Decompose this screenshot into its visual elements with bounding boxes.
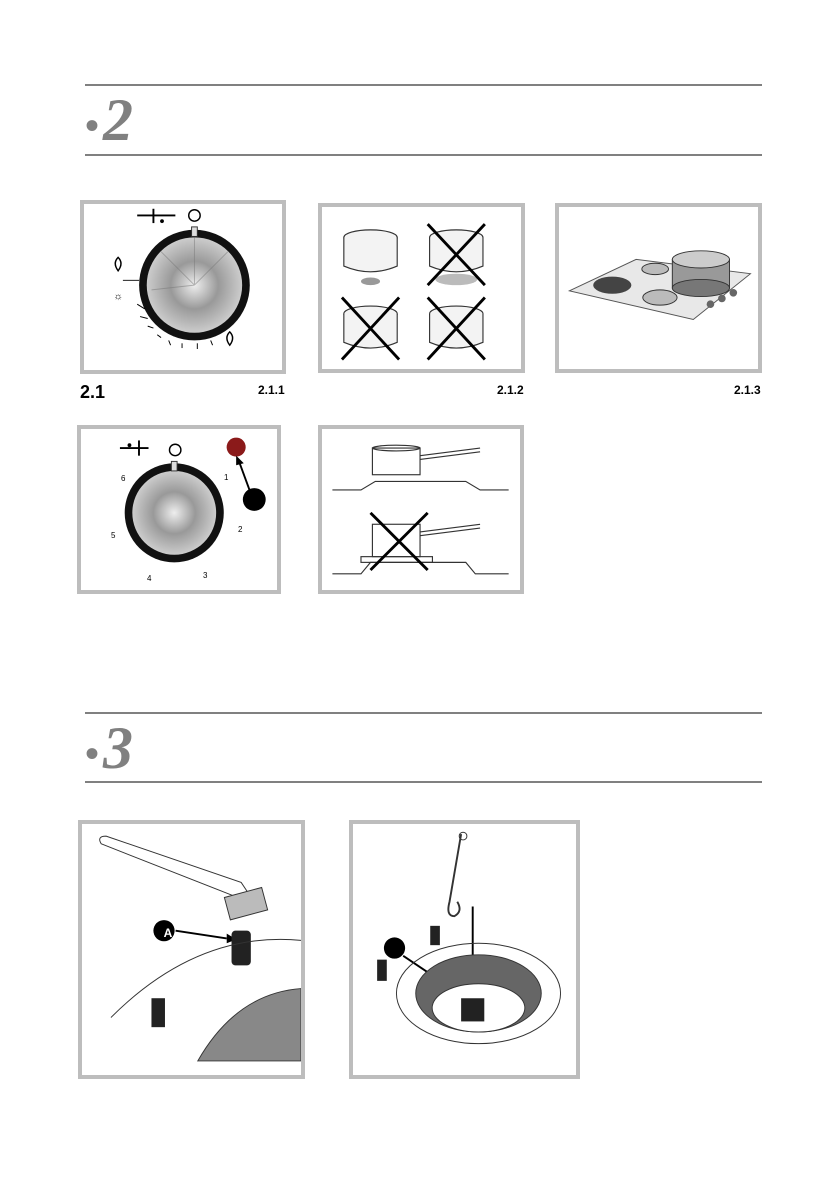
dial-number-1: 1 — [224, 473, 228, 482]
figure-pan-on-burner — [318, 425, 524, 594]
brush-cleaning-illustration — [82, 824, 301, 1075]
figure-label-211: 2.1.1 — [258, 383, 285, 397]
figure-brush-cleaning: A — [78, 820, 305, 1079]
hob-illustration — [559, 207, 758, 369]
section-2-number: 2 — [103, 87, 133, 153]
section-3-bullet: • — [85, 731, 99, 776]
dial-number-4: 4 — [147, 574, 151, 583]
figure-electric-knob: 1 2 3 4 5 6 — [77, 425, 281, 594]
figure-label-213: 2.1.3 — [734, 383, 761, 397]
pan-burner-illustration — [322, 429, 520, 590]
section-3-top-rule — [85, 712, 762, 714]
section-2-heading: •2 — [85, 90, 133, 150]
needle-cleaning-illustration — [353, 824, 576, 1075]
section-2-bottom-rule — [85, 154, 762, 156]
dial-number-6: 6 — [121, 474, 125, 483]
callout-a: A — [161, 926, 175, 940]
figure-needle-cleaning — [349, 820, 580, 1079]
electric-knob-illustration — [81, 429, 277, 590]
figure-gas-knob: ☼ — [80, 200, 286, 374]
dial-number-5: 5 — [111, 531, 115, 540]
figure-label-main: 2.1 — [80, 382, 105, 403]
section-2-bullet: • — [85, 103, 99, 148]
figure-pot-sizes — [318, 203, 525, 373]
section-3-number: 3 — [103, 715, 133, 781]
section-3-heading: •3 — [85, 718, 133, 778]
gas-knob-illustration: ☼ — [84, 204, 282, 370]
svg-text:☼: ☼ — [113, 291, 123, 302]
figure-label-212: 2.1.2 — [497, 383, 524, 397]
indicator-light-icon — [227, 438, 246, 457]
section-2-top-rule — [85, 84, 762, 86]
pot-sizes-illustration — [322, 207, 521, 369]
dial-number-3: 3 — [203, 571, 207, 580]
dial-number-2: 2 — [238, 525, 242, 534]
figure-hob-with-pan — [555, 203, 762, 373]
section-3-bottom-rule — [85, 781, 762, 783]
